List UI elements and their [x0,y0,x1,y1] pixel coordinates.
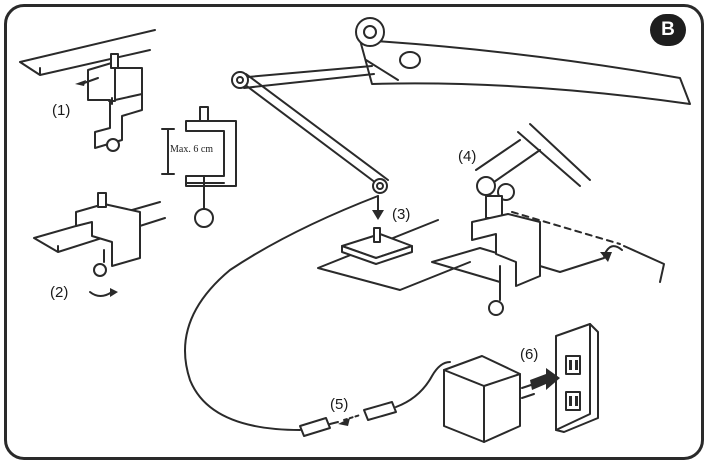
step-4-label: (4) [458,148,477,165]
lamp-head [355,17,691,105]
step4-clamp-figure [431,123,665,316]
measure-clamp-figure [161,106,237,228]
step-2-label: (2) [50,284,69,301]
step-1-label: (1) [52,102,71,119]
step-5-label: (5) [330,396,349,413]
step5-connector-figure [299,361,451,437]
step6-adapter-figure [443,323,599,443]
clamp-max-thickness-label: Max. 6 cm [170,144,214,155]
power-cable [184,195,379,431]
step-3-label: (3) [392,206,411,223]
figure-badge: B [650,14,686,46]
lamp-arm [231,65,389,194]
step-6-label: (6) [520,346,539,363]
step1-clamp-figure [19,29,156,152]
step3-base-figure [317,195,471,291]
step2-clamp-figure [33,192,166,297]
